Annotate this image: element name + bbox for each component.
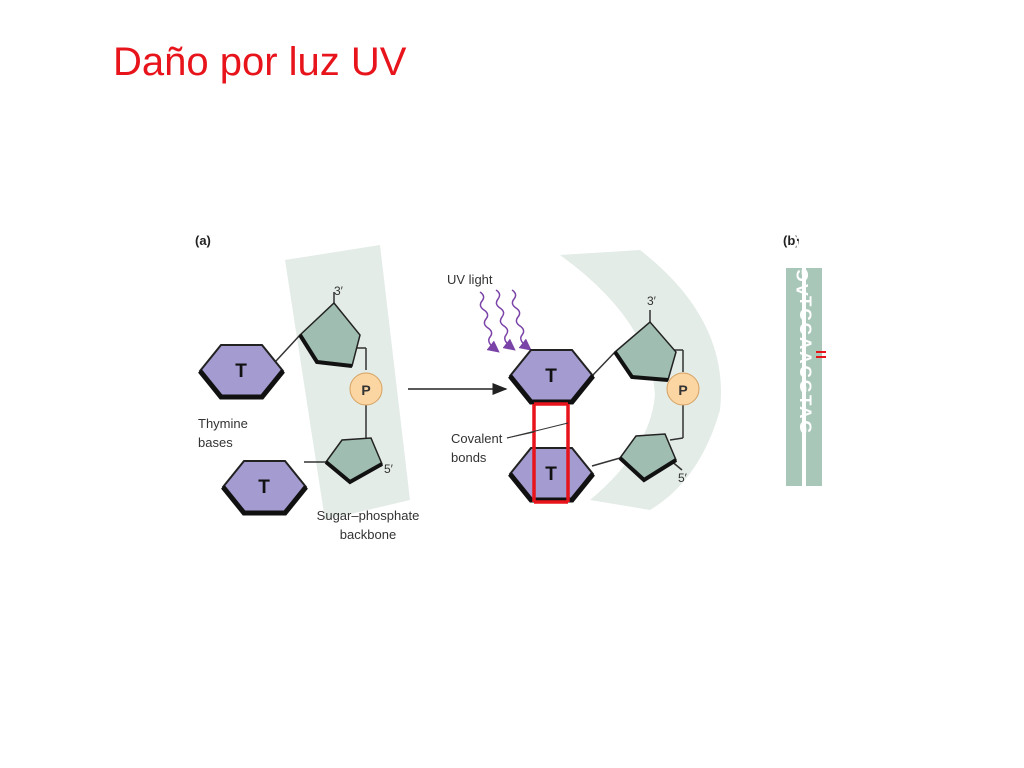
panel-a-label: (a) — [195, 233, 211, 248]
thymine-base-top-left: T — [198, 344, 285, 400]
thymine-base-bottom-left: T — [221, 460, 308, 516]
sugar-bottom-right — [618, 433, 678, 483]
phosphate-label: P — [678, 382, 687, 398]
thymine-label: T — [545, 464, 557, 485]
thymine-label: T — [258, 477, 270, 498]
thymine-base-bottom-right: T — [508, 447, 595, 503]
covalent-bonds-label-line1: Covalent — [451, 431, 503, 446]
sugar-bottom-left — [324, 437, 383, 485]
phosphate-left: P — [349, 372, 383, 406]
strand-sequence-right: AGGTTGCATC — [793, 157, 812, 296]
slide-title: Daño por luz UV — [113, 40, 407, 84]
phosphate-label: P — [361, 382, 370, 398]
sugar-top-right — [613, 320, 677, 382]
phosphate-right: P — [666, 372, 700, 406]
thymine-label: T — [545, 366, 557, 387]
three-prime-label-left: 3′ — [334, 284, 344, 298]
thymine-label: T — [235, 361, 247, 382]
backbone-label-line2: backbone — [340, 527, 396, 542]
thymine-base-top-right: T — [508, 349, 595, 405]
strand-band-right — [806, 268, 822, 486]
covalent-bonds-label-line2: bonds — [451, 450, 487, 465]
thymine-bases-label-line1: Thymine — [198, 416, 248, 431]
strand-band-left — [786, 268, 802, 486]
five-prime-label-right: 5′ — [678, 471, 688, 485]
covalent-pointer-lines — [506, 422, 569, 439]
thymine-bases-label-line2: bases — [198, 435, 233, 450]
dna-strand-panel: TCCAACGTAG AGGTTGCATC — [786, 157, 826, 486]
backbone-band-left — [285, 245, 410, 520]
wavy-arrow-icon — [479, 289, 532, 353]
backbone-band-right — [560, 250, 721, 510]
backbone-label-line1: Sugar–phosphate — [317, 508, 420, 523]
uv-light-label: UV light — [447, 272, 493, 287]
covalent-bonds — [532, 402, 570, 504]
strand-sequence-left: TCCAACGTAG — [796, 296, 815, 436]
sugar-top-left — [298, 301, 361, 368]
three-prime-label-right: 3′ — [647, 294, 657, 308]
panel-b-label: (b) — [783, 233, 800, 248]
five-prime-label-left: 5′ — [384, 462, 394, 476]
